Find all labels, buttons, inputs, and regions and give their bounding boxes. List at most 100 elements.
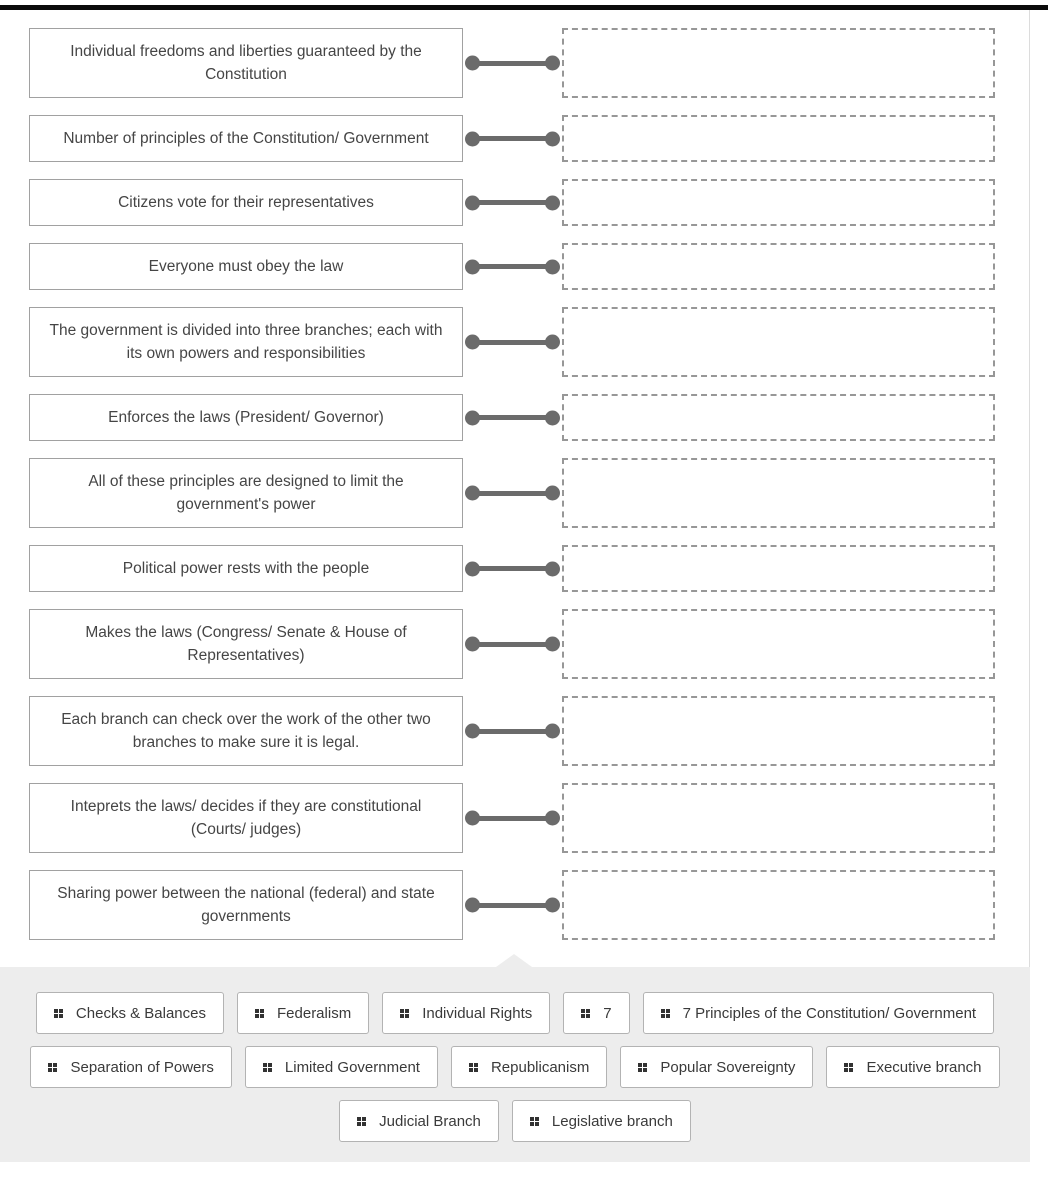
answer-chip[interactable]: Republicanism xyxy=(450,1046,608,1088)
answer-drop-zone[interactable] xyxy=(562,696,995,766)
answer-drop-zone[interactable] xyxy=(562,545,995,592)
connector xyxy=(463,545,562,592)
prompt-text: Inteprets the laws/ decides if they are … xyxy=(70,798,422,838)
connector xyxy=(463,458,562,528)
prompt-text: Enforces the laws (President/ Governor) xyxy=(108,409,384,426)
answer-drop-zone[interactable] xyxy=(562,179,995,226)
drag-handle-icon xyxy=(357,1117,366,1126)
connector xyxy=(463,243,562,290)
connector-line xyxy=(465,334,560,350)
drag-handle-icon xyxy=(255,1009,264,1018)
connector xyxy=(463,28,562,98)
match-row: All of these principles are designed to … xyxy=(29,458,1029,528)
connector-line xyxy=(465,810,560,826)
connector-dot-right-icon xyxy=(545,810,560,826)
answer-chip[interactable]: Judicial Branch xyxy=(339,1100,499,1142)
chip-label: Judicial Branch xyxy=(379,1112,481,1130)
chip-label: Checks & Balances xyxy=(75,1004,206,1022)
connector xyxy=(463,609,562,679)
prompt-box: All of these principles are designed to … xyxy=(29,458,463,528)
connector xyxy=(463,307,562,377)
connector-dot-right-icon xyxy=(545,636,560,652)
answer-drop-zone[interactable] xyxy=(562,458,995,528)
prompt-text: Citizens vote for their representatives xyxy=(118,194,374,211)
answer-tray: Checks & Balances Federalism Individual … xyxy=(0,954,1030,1162)
prompt-text: All of these principles are designed to … xyxy=(88,473,404,513)
prompt-box: Individual freedoms and liberties guaran… xyxy=(29,28,463,98)
answer-chip[interactable]: 7 Principles of the Constitution/ Govern… xyxy=(642,992,995,1034)
drag-handle-icon xyxy=(844,1063,853,1072)
connector-dot-right-icon xyxy=(545,485,560,501)
connector xyxy=(463,394,562,441)
chip-label: Separation of Powers xyxy=(70,1058,214,1076)
connector-dot-left-icon xyxy=(465,410,480,425)
prompt-box: The government is divided into three bra… xyxy=(29,307,463,377)
prompt-box: Sharing power between the national (fede… xyxy=(29,870,463,940)
chip-label: Popular Sovereignty xyxy=(660,1058,796,1076)
connector-dot-right-icon xyxy=(545,897,560,913)
match-row: Political power rests with the people xyxy=(29,545,1029,592)
prompt-box: Makes the laws (Congress/ Senate & House… xyxy=(29,609,463,679)
drag-handle-icon xyxy=(581,1009,590,1018)
drag-handle-icon xyxy=(661,1009,670,1018)
match-row: Number of principles of the Constitution… xyxy=(29,115,1029,162)
prompt-box: Number of principles of the Constitution… xyxy=(29,115,463,162)
prompt-box: Inteprets the laws/ decides if they are … xyxy=(29,783,463,853)
prompt-text: Makes the laws (Congress/ Senate & House… xyxy=(85,624,407,664)
answer-drop-zone[interactable] xyxy=(562,783,995,853)
connector-line xyxy=(465,561,560,576)
answer-drop-zone[interactable] xyxy=(562,307,995,377)
chip-label: Individual Rights xyxy=(422,1004,533,1022)
connector-line xyxy=(465,636,560,652)
answer-chip[interactable]: Federalism xyxy=(237,992,370,1034)
connector-dot-left-icon xyxy=(465,195,480,210)
connector-dot-right-icon xyxy=(545,410,560,425)
answer-chip[interactable]: Checks & Balances xyxy=(35,992,224,1034)
connector-dot-left-icon xyxy=(465,897,480,913)
connector-dot-left-icon xyxy=(465,723,480,739)
chip-label: 7 xyxy=(603,1004,612,1022)
prompt-box: Political power rests with the people xyxy=(29,545,463,592)
match-row: Sharing power between the national (fede… xyxy=(29,870,1029,940)
answer-chip[interactable]: 7 xyxy=(563,992,630,1034)
answer-chip[interactable]: Popular Sovereignty xyxy=(620,1046,814,1088)
connector xyxy=(463,696,562,766)
chip-label: Limited Government xyxy=(284,1058,420,1076)
connector-dot-left-icon xyxy=(465,259,480,274)
drag-handle-icon xyxy=(54,1009,63,1018)
answer-chip[interactable]: Legislative branch xyxy=(511,1100,691,1142)
connector-dot-left-icon xyxy=(465,810,480,826)
answer-drop-zone[interactable] xyxy=(562,870,995,940)
connector-line xyxy=(465,195,560,210)
answer-drop-zone[interactable] xyxy=(562,243,995,290)
prompt-box: Enforces the laws (President/ Governor) xyxy=(29,394,463,441)
connector-line xyxy=(465,55,560,71)
drag-handle-icon xyxy=(263,1063,272,1072)
prompt-box: Citizens vote for their representatives xyxy=(29,179,463,226)
answer-drop-zone[interactable] xyxy=(562,609,995,679)
connector-line xyxy=(465,485,560,501)
connector-line xyxy=(465,723,560,739)
answer-chip[interactable]: Individual Rights xyxy=(382,992,551,1034)
chip-rows: Checks & Balances Federalism Individual … xyxy=(10,992,1020,1142)
connector-dot-right-icon xyxy=(545,55,560,71)
answer-drop-zone[interactable] xyxy=(562,394,995,441)
prompt-text: Political power rests with the people xyxy=(122,560,370,577)
answer-chip[interactable]: Limited Government xyxy=(244,1046,438,1088)
chip-label: Federalism xyxy=(277,1004,352,1022)
answer-drop-zone[interactable] xyxy=(562,28,995,98)
drag-handle-icon xyxy=(400,1009,409,1018)
connector-dot-right-icon xyxy=(545,723,560,739)
answer-drop-zone[interactable] xyxy=(562,115,995,162)
match-list: Individual freedoms and liberties guaran… xyxy=(29,28,1029,940)
connector-line xyxy=(465,897,560,913)
connector-dot-left-icon xyxy=(465,334,480,350)
match-row: The government is divided into three bra… xyxy=(29,307,1029,377)
answer-chip[interactable]: Separation of Powers xyxy=(30,1046,232,1088)
answer-chip[interactable]: Executive branch xyxy=(826,1046,1000,1088)
match-row: Makes the laws (Congress/ Senate & House… xyxy=(29,609,1029,679)
prompt-box: Each branch can check over the work of t… xyxy=(29,696,463,766)
connector-dot-left-icon xyxy=(465,636,480,652)
chip-label: Executive branch xyxy=(866,1058,982,1076)
prompt-text: The government is divided into three bra… xyxy=(49,322,443,362)
